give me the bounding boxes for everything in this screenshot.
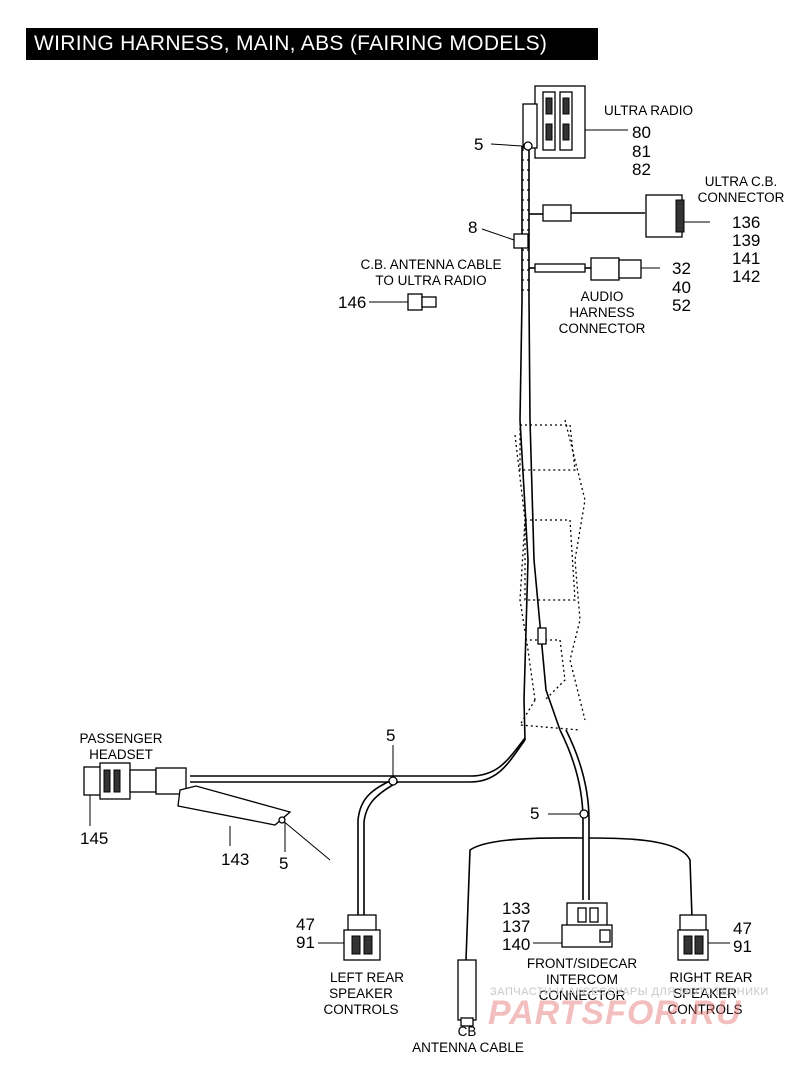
callout-clip-mid: 8 bbox=[468, 218, 478, 237]
left-rear-label-1: LEFT REAR bbox=[329, 970, 405, 985]
callout-142: 142 bbox=[732, 267, 761, 286]
watermark-tagline: ЗАПЧАСТИ И АКСЕССУАРЫ ДЛЯ МОТОТЕХНИКИ bbox=[490, 986, 769, 998]
left-rear-speaker-connector-icon bbox=[318, 914, 381, 961]
callout-right-91: 91 bbox=[733, 937, 752, 956]
left-branch-wire bbox=[190, 737, 526, 915]
callout-left-91: 91 bbox=[296, 933, 315, 952]
antenna-plug-icon bbox=[369, 293, 437, 311]
clip-mid-icon bbox=[481, 228, 529, 249]
ultra-cb-connector-label-2: CONNECTOR bbox=[697, 190, 785, 205]
left-rear-label-3: CONTROLS bbox=[323, 1002, 399, 1017]
callout-139: 139 bbox=[732, 231, 761, 250]
intercom-label-2: INTERCOM bbox=[546, 972, 618, 987]
callout-right-clip: 5 bbox=[530, 804, 540, 823]
callout-81: 81 bbox=[632, 142, 651, 161]
page-title: WIRING HARNESS, MAIN, ABS (FAIRING MODEL… bbox=[26, 28, 598, 60]
watermark-logo: PARTSFOR.RU bbox=[488, 994, 742, 1032]
passenger-headset-label-2: HEADSET bbox=[89, 747, 153, 762]
cb-antenna-cable-end-icon bbox=[457, 959, 477, 1027]
callout-52: 52 bbox=[672, 296, 691, 315]
callout-136: 136 bbox=[732, 213, 761, 232]
ultra-cb-connector-icon bbox=[529, 194, 710, 238]
audio-harness-label-1: AUDIO bbox=[580, 289, 624, 304]
cb-antenna-cable-label-2: ANTENNA CABLE bbox=[412, 1040, 524, 1055]
intercom-label-1: FRONT/SIDECAR bbox=[526, 956, 638, 971]
audio-harness-label-2: HARNESS bbox=[569, 305, 635, 320]
intercom-label-3: CONNECTOR bbox=[538, 988, 626, 1003]
callout-82: 82 bbox=[632, 160, 651, 179]
callout-140: 140 bbox=[502, 935, 531, 954]
ultra-radio-label: ULTRA RADIO bbox=[604, 103, 694, 118]
right-rear-label-2: SPEAKER bbox=[673, 986, 737, 1001]
dotted-frame-outline bbox=[514, 419, 586, 731]
callout-left-47: 47 bbox=[296, 915, 315, 934]
passenger-headset-connector-icon bbox=[83, 762, 187, 826]
callout-143: 143 bbox=[221, 850, 250, 869]
cb-antenna-cable-radio-label-1: C.B. ANTENNA CABLE bbox=[360, 257, 502, 272]
cb-antenna-cable-radio-label-2: TO ULTRA RADIO bbox=[375, 273, 487, 288]
callout-146: 146 bbox=[338, 293, 367, 312]
mounting-bracket-icon bbox=[177, 785, 331, 861]
clip-top-icon bbox=[490, 141, 533, 151]
passenger-headset-label-1: PASSENGER bbox=[79, 731, 163, 746]
callout-32: 32 bbox=[672, 259, 691, 278]
callout-right-47: 47 bbox=[733, 919, 752, 938]
callout-133: 133 bbox=[502, 899, 531, 918]
intercom-connector-icon bbox=[533, 902, 613, 948]
ultra-cb-connector-label-1: ULTRA C.B. bbox=[704, 174, 778, 189]
ultra-radio-connector-icon bbox=[522, 85, 628, 159]
audio-harness-connector-icon bbox=[529, 257, 660, 281]
callout-80: 80 bbox=[632, 123, 651, 142]
audio-harness-label-3: CONNECTOR bbox=[558, 321, 646, 336]
cb-antenna-cable-label-1: CB bbox=[457, 1024, 477, 1039]
callout-clip-top: 5 bbox=[474, 135, 484, 154]
callout-137: 137 bbox=[502, 917, 531, 936]
right-rear-label-1: RIGHT REAR bbox=[669, 970, 753, 985]
main-trunk-wire bbox=[519, 146, 561, 741]
callout-145: 145 bbox=[80, 829, 109, 848]
callout-headset-clip: 5 bbox=[386, 726, 396, 745]
callout-bracket-clip: 5 bbox=[279, 854, 289, 873]
right-rear-label-3: CONTROLS bbox=[667, 1002, 743, 1017]
callout-141: 141 bbox=[732, 249, 761, 268]
left-rear-label-2: SPEAKER bbox=[329, 986, 393, 1001]
callout-40: 40 bbox=[672, 278, 691, 297]
right-rear-speaker-connector-icon bbox=[677, 914, 730, 961]
right-branch-wire bbox=[465, 729, 693, 961]
